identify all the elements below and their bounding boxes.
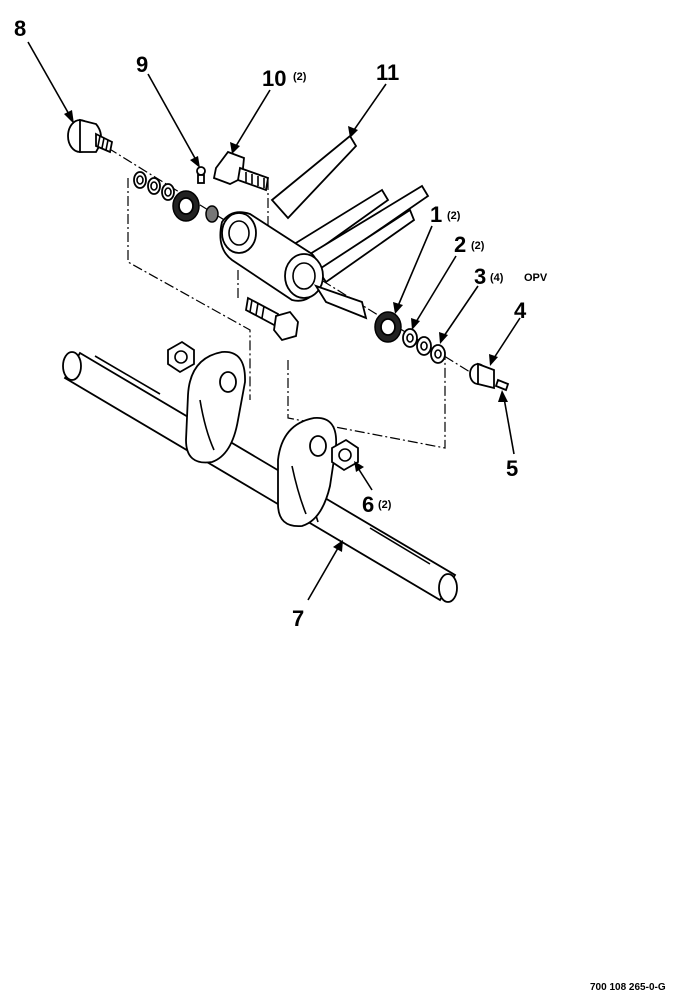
callout-1-qty: (2) (447, 210, 461, 222)
callout-5: 5 (506, 456, 518, 481)
bolt-lower (245, 296, 299, 342)
washer-stack-left (133, 171, 175, 201)
callout-10-qty: (2) (293, 71, 307, 83)
callout-3-note: OPV (524, 272, 548, 284)
drawing-reference-number: 700 108 265-0-G (590, 982, 666, 993)
shaft-arm-left (185, 351, 246, 464)
bearing-right (374, 311, 402, 343)
callout-2: 2 (454, 232, 466, 257)
callout-6: 6 (362, 492, 374, 517)
grease-fitting-9 (196, 166, 206, 184)
lock-nut-right (331, 438, 359, 472)
callout-8: 8 (14, 16, 26, 41)
shaft-arm-right (277, 417, 337, 527)
callout-7: 7 (292, 606, 304, 631)
callout-3-qty: (4) (490, 272, 504, 284)
callout-9: 9 (136, 52, 148, 77)
callout-2-qty: (2) (471, 240, 485, 252)
callout-4: 4 (514, 298, 527, 323)
fork-assembly (219, 134, 430, 320)
callout-6-qty: (2) (378, 499, 392, 511)
grease-fitting-5 (494, 378, 510, 392)
pivot-pin (67, 118, 114, 154)
lock-nut-left (167, 340, 195, 374)
callout-1: 1 (430, 202, 442, 227)
leader-lines (27, 41, 521, 601)
bolt-upper (212, 150, 270, 192)
retainer-pin (469, 362, 495, 390)
callout-11: 11 (376, 60, 399, 85)
callout-3: 3 (474, 264, 486, 289)
washer-stack-right (402, 328, 446, 364)
main-shaft (62, 351, 458, 603)
callout-10: 10 (262, 66, 286, 91)
bearing-left (172, 190, 219, 223)
